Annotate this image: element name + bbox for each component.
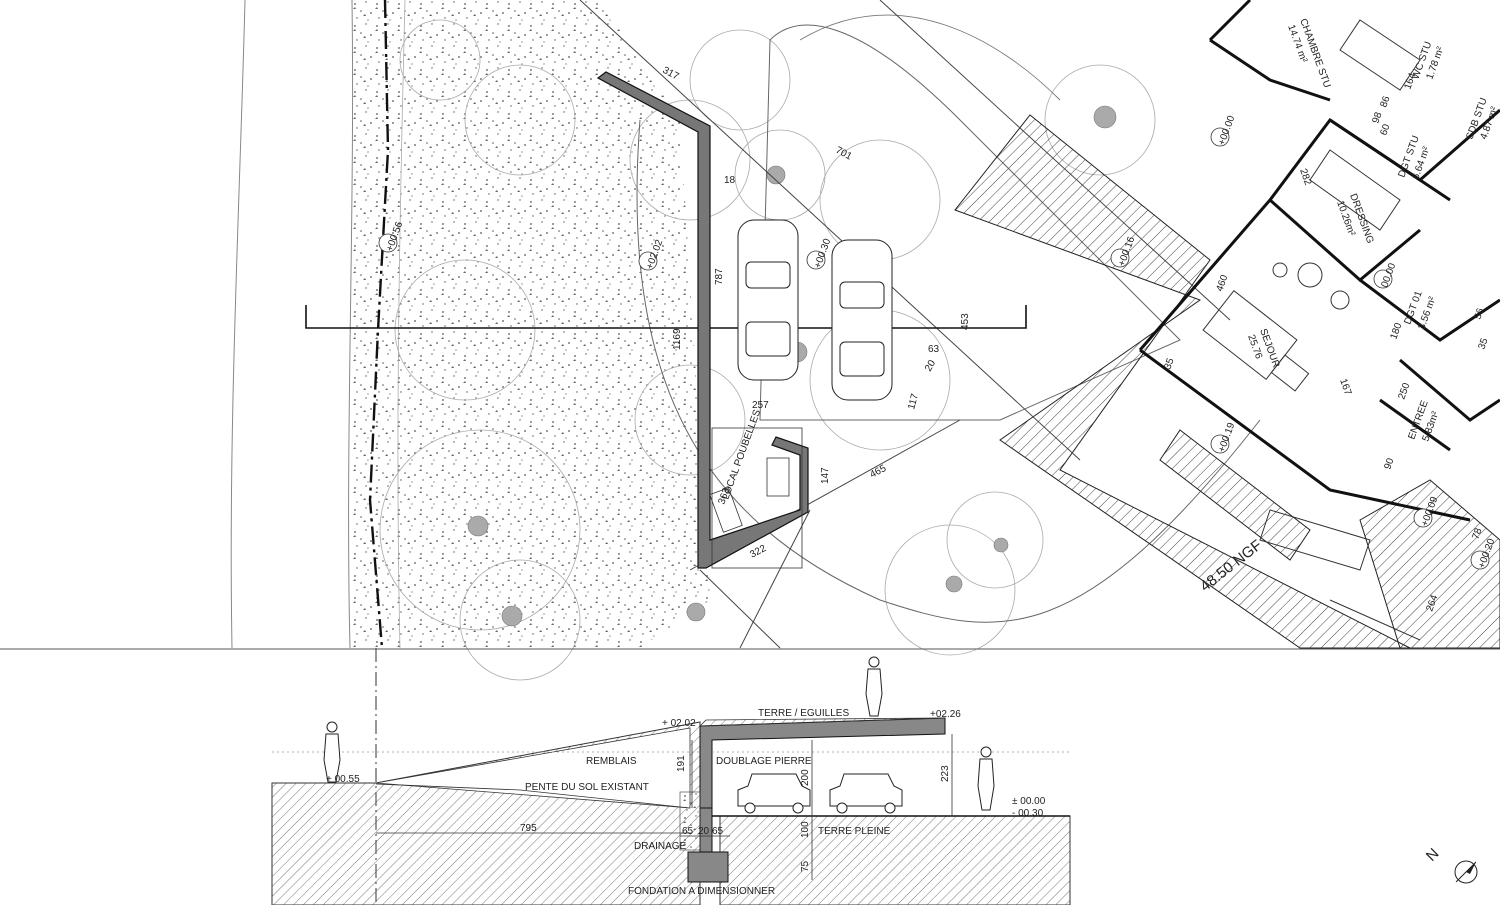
- dim-65-a: 65: [682, 826, 694, 837]
- existing-slope-line: [375, 783, 691, 809]
- dim-167: 167: [1337, 377, 1353, 397]
- dim-223: 223: [940, 765, 951, 782]
- property-boundary: [368, 0, 390, 649]
- section-dimension-lines: [376, 734, 953, 880]
- dim-180: 180: [1388, 321, 1404, 341]
- dim-787: 787: [714, 268, 725, 285]
- label-fondation: FONDATION A DIMENSIONNER: [628, 886, 775, 897]
- bin: [709, 487, 743, 533]
- dim-465: 465: [868, 463, 888, 481]
- local-poubelles-box: [711, 427, 803, 569]
- dim-200: 200: [800, 769, 811, 786]
- driveway-curve: [799, 14, 1061, 101]
- dim-1169: 1169: [672, 328, 683, 350]
- dim-63: 63: [928, 344, 940, 355]
- car-section-2: [829, 773, 903, 814]
- remblais-wedge: [375, 727, 691, 809]
- section-cut-line: [305, 305, 1027, 329]
- dim-453: 453: [960, 313, 971, 330]
- level-0202-section: + 02.02: [662, 718, 696, 729]
- drainage-gravel: [679, 791, 701, 851]
- bin: [766, 457, 790, 497]
- hatched-strip: [1159, 429, 1311, 561]
- label-remblais: REMBLAIS: [586, 756, 637, 767]
- north-letter: N: [1423, 845, 1443, 865]
- car-section-1: [737, 773, 811, 814]
- local-poubelles-label: LOCAL POUBELLES: [720, 408, 763, 501]
- dim-317: 317: [661, 65, 681, 83]
- dim-795: 795: [520, 823, 537, 834]
- dim-18: 18: [724, 175, 736, 186]
- section-annotations: TERRE / EGUILLES REMBLAIS DOUBLAGE PIERR…: [326, 708, 1046, 897]
- level-0000-b: 00.00: [1379, 261, 1398, 289]
- hatched-terrace-2: [1359, 479, 1500, 649]
- hatched-terrace: [954, 114, 1411, 649]
- label-pente: PENTE DU SOL EXISTANT: [525, 782, 649, 793]
- dim-460: 460: [1214, 273, 1230, 293]
- dim-78: 78: [1470, 526, 1484, 541]
- dim-257: 257: [752, 400, 769, 411]
- dim-20-section: 20: [698, 826, 710, 837]
- dim-35-b: 35: [1476, 336, 1490, 351]
- house-interior: [1202, 19, 1421, 641]
- label-terre-eguilles: TERRE / EGUILLES: [758, 708, 849, 719]
- person-figure: [977, 746, 995, 811]
- dim-322: 322: [748, 543, 768, 561]
- dim-60: 60: [1378, 122, 1392, 137]
- foundation: [687, 851, 729, 883]
- dim-35: 35: [1162, 356, 1176, 371]
- planted-ground-area: [350, 0, 710, 648]
- dim-65-b: 65: [712, 826, 724, 837]
- level-0055: + 00.55: [326, 774, 360, 785]
- level-markers: [378, 127, 1490, 570]
- road-outline: [636, 119, 1261, 623]
- level-0226: +02.26: [930, 709, 961, 720]
- dim-282: 282: [1297, 167, 1313, 187]
- site-line: [739, 509, 811, 649]
- dim-75: 75: [800, 860, 811, 872]
- person-figure: [865, 656, 883, 717]
- person-figure: [323, 721, 341, 783]
- site-line: [879, 0, 1231, 321]
- contour-line: [230, 0, 246, 649]
- ground-line-right: [945, 734, 1070, 810]
- dim-90: 90: [1382, 456, 1396, 471]
- retaining-wall: [596, 71, 809, 569]
- car-right: [831, 239, 893, 401]
- level-0030-section: - 00.30: [1012, 808, 1044, 819]
- dim-56: 56: [1472, 306, 1486, 321]
- north-arrow: N: [1423, 845, 1478, 884]
- contour-line: [397, 0, 406, 649]
- section-drawing: [271, 656, 1071, 905]
- label-terre-pleine: TERRE PLEINE: [818, 826, 891, 837]
- car-left: [737, 219, 799, 381]
- label-doublage: DOUBLAGE PIERRE: [716, 756, 812, 767]
- label-drainage: DRAINAGE: [634, 841, 687, 852]
- dim-100: 100: [800, 821, 811, 838]
- dim-250: 250: [1396, 381, 1412, 401]
- dim-147: 147: [820, 467, 831, 484]
- site-line: [579, 0, 1081, 461]
- dim-191: 191: [676, 755, 687, 772]
- site-plan: [230, 0, 1500, 905]
- dim-117: 117: [906, 392, 921, 411]
- level-0000-section: ± 00.00: [1012, 796, 1046, 807]
- dim-98: 98: [1370, 110, 1384, 125]
- site-line: [699, 569, 781, 649]
- dim-20: 20: [923, 358, 938, 374]
- roof-earth: [699, 717, 946, 727]
- dim-86: 86: [1378, 94, 1392, 109]
